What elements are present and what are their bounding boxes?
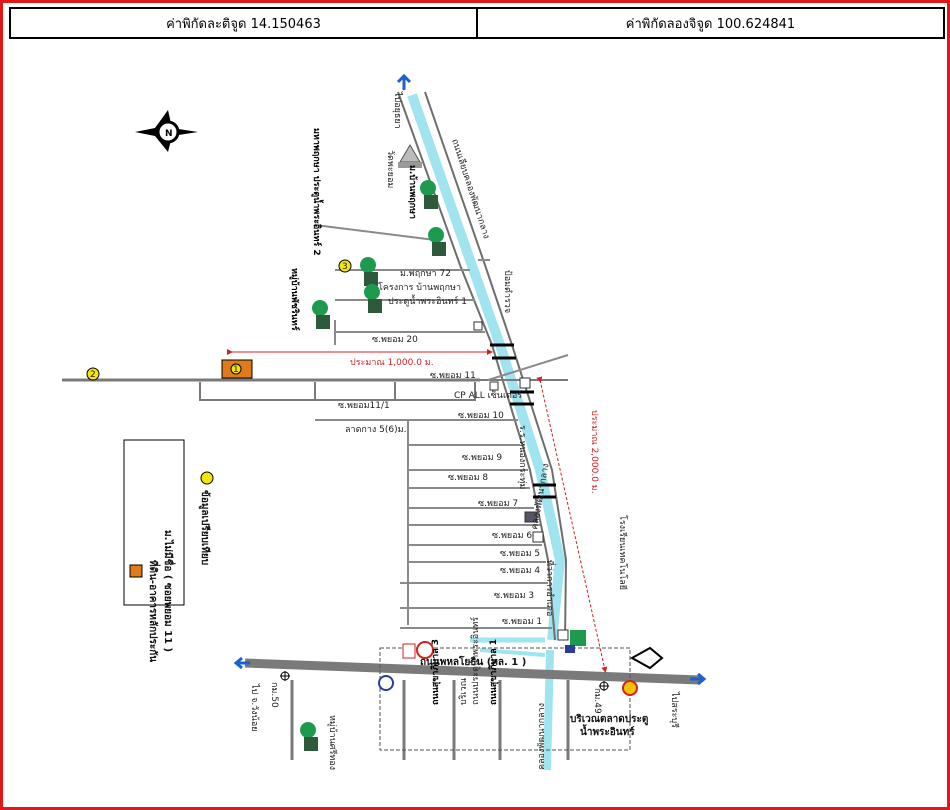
wat-label: วัดพะยอม — [385, 150, 395, 188]
to-north-label: ไปอยุธยา — [392, 91, 403, 129]
distance-2000-label: ประมาณ 2,000.0 ม. — [589, 410, 599, 494]
legend-comparable-swatch — [200, 471, 214, 485]
shell-icon — [622, 680, 638, 696]
sign-icon — [416, 641, 434, 659]
south-roads — [290, 680, 570, 760]
north-arrow-icon — [396, 73, 412, 90]
shop-icon — [473, 321, 483, 331]
marker-1-label: 1 — [233, 365, 239, 375]
main-highway — [244, 658, 701, 685]
marker-2 — [86, 367, 100, 381]
landmark-icons — [280, 144, 664, 751]
east-arrow-icon — [690, 672, 707, 686]
compass-icon: N — [135, 110, 198, 152]
soi-roads — [314, 224, 569, 629]
market-label: บริเวณตลาดประตู — [570, 713, 648, 726]
ban-pruksa-label: ม.บ้านพฤกษา — [407, 165, 418, 219]
cp-all-label: CP ALL เซ็นเตอร์ — [454, 388, 522, 401]
project-sub-label: ประตูน้ำพระอินทร์ 1 — [388, 294, 467, 307]
tree-house-icon — [360, 257, 378, 286]
marker-3-label: 3 — [342, 262, 348, 272]
tree-house-icon — [420, 180, 438, 209]
west-arrow-icon — [233, 656, 250, 670]
soi-6-label: ซ.พยอม 6 — [492, 531, 532, 541]
soi-72-label: ม.พฤกษา 72 — [400, 269, 451, 279]
soi-lad-label: ลาดกาง 5(6)ม. — [345, 425, 406, 435]
to-east-label: ไปสระบุรี — [669, 691, 680, 728]
market-area — [379, 647, 631, 751]
sub-road-label: ถนนประตูน้ำพระอินทร์ — [468, 617, 481, 705]
soi-7-label: ซ.พยอม 7 — [478, 499, 518, 509]
ptt-icon — [378, 675, 394, 691]
project-label: โครงการ บ้านพฤกษา — [378, 282, 461, 293]
sign-icon — [402, 643, 416, 659]
marker-2-label: 2 — [90, 370, 96, 380]
junction-icon — [280, 671, 290, 681]
police-label: ป้อมตำรวจ — [502, 270, 513, 313]
temple-office-label: ที่ว่าการอำเภอ — [544, 560, 557, 616]
soi-4-label: ซ.พยอม 4 — [500, 566, 540, 576]
soi-11-block — [199, 382, 476, 401]
hospital-label: โรงเรียนเทคโนโลยี — [617, 515, 628, 590]
soi-5-label: ซ.พยอม 5 — [500, 549, 540, 559]
tree-house-icon — [300, 722, 318, 751]
legend-subtitle: ม.ไม่มีชื่อ ( ซอยพยอม 11 ) — [162, 530, 176, 652]
sub-road-prefix-label: บริเวณ — [458, 678, 469, 705]
junction-icon — [599, 681, 609, 691]
soi-8-label: ซ.พยอม 8 — [448, 473, 488, 483]
latitude-label: ค่าพิกัดละติจูด 14.150463 — [166, 16, 321, 32]
legend-collateral-swatch — [129, 564, 143, 578]
soi-11-1-label: ซ.พยอม11/1 — [338, 401, 390, 411]
distance-1000-label: ประมาณ 1,000.0 ม. — [350, 358, 434, 368]
km-49-label: กม.49 — [592, 688, 602, 714]
canal-branch-2 — [479, 648, 546, 657]
tree-house-icon — [312, 300, 330, 329]
soi-9-label: ซ.พยอม 9 — [462, 453, 502, 463]
shop-icon — [489, 381, 499, 391]
highway-label: ถนนพหลโยธิน (ทล. 1 ) — [420, 655, 526, 668]
km-50-label: กม.50 — [269, 682, 279, 708]
distance-2000-line — [536, 376, 608, 673]
school-label: ร.ร.หนองกระทุ่ม — [517, 425, 527, 489]
village-w-label: หมู่บ้านศรีทอง — [327, 715, 338, 770]
canal-south-label: คลองพัฒนากลาง — [537, 703, 547, 770]
sukhaphiban1-label: ถนนสุขาภิบาล 1 — [488, 639, 499, 705]
school-icon — [565, 630, 586, 653]
canal-south — [543, 649, 554, 771]
shop-icon — [524, 511, 538, 523]
marker-1 — [230, 363, 242, 375]
soi-10-label: ซ.พยอม 10 — [458, 411, 504, 421]
shop-icon — [532, 531, 544, 543]
legend-title: ที่ดิน-อาคารหลักประกัน — [147, 560, 161, 662]
legend-comparable-label: ข้อมูลเปรียบเทียบ — [198, 490, 211, 565]
soi-20-label: ซ.พยอม 20 — [372, 335, 418, 345]
longitude-label: ค่าพิกัดลองจิจูด 100.624841 — [476, 9, 943, 37]
marker-3 — [338, 259, 352, 273]
pruksa2-label: มหาพฤกษา ประตูน้ำพระอินทร์ 2 — [311, 128, 324, 256]
svg-text:N: N — [165, 129, 173, 139]
temple-icon — [398, 144, 422, 168]
station-icon — [557, 629, 569, 641]
soi-1-label: ซ.พยอม 1 — [502, 617, 542, 627]
soi-3-label: ซ.พยอม 3 — [494, 591, 534, 601]
village-patcharin-label: หมู่บ้านพัชรินทร์ — [289, 268, 301, 331]
sukhaphiban3-label: ถนนสุขาภิบาล 3 — [430, 639, 441, 705]
coordinate-header: ค่าพิกัดละติจูด 14.150463 ค่าพิกัดลองจิจ… — [9, 7, 945, 39]
market-2-label: น้ำพระอินทร์ — [580, 724, 635, 738]
diamond-sign-icon — [629, 646, 664, 670]
soi-11-label: ซ.พยอม 11 — [430, 371, 476, 381]
tree-house-icon — [428, 227, 446, 256]
shop-icon — [519, 377, 531, 389]
canal-road-edge — [424, 91, 568, 641]
tree-house-icon — [364, 284, 382, 313]
to-west-label: ไป จ.วังน้อย — [249, 683, 260, 732]
